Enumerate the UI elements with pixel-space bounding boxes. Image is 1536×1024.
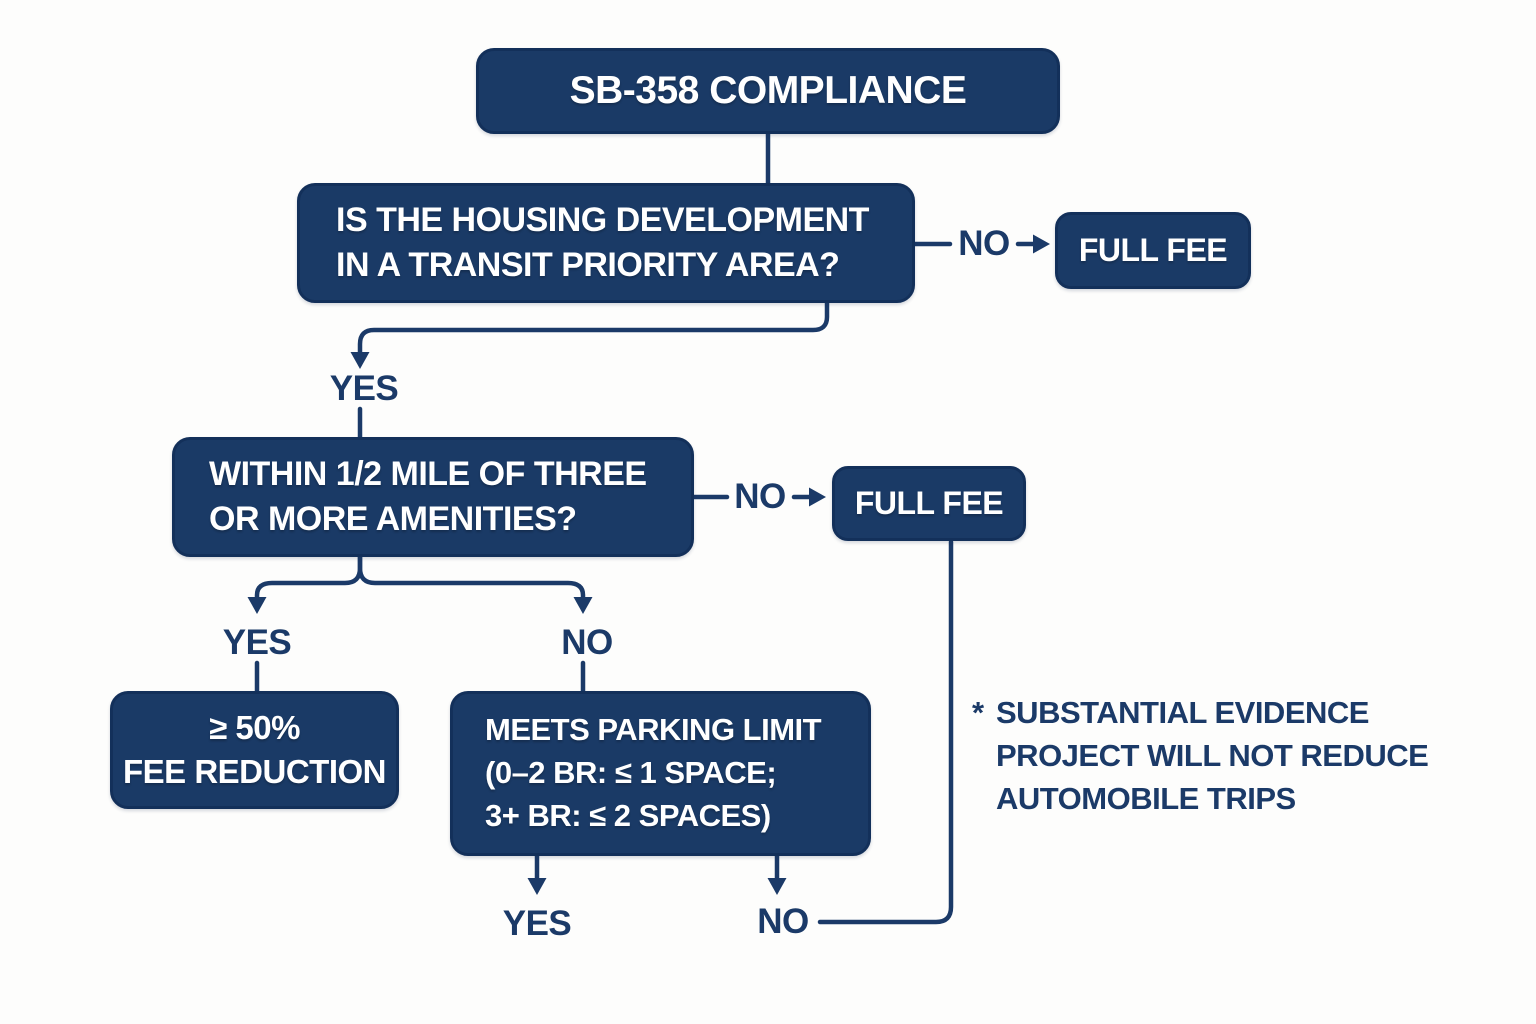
parking-question-line2: (0–2 BR: ≤ 1 SPACE;: [485, 755, 777, 791]
connector-transit-to-yes: [357, 300, 830, 355]
full-fee-1-label: FULL FEE: [1078, 232, 1228, 268]
arrowhead-transit-yes: [350, 352, 370, 369]
branch-label-amenities-no: NO: [734, 477, 786, 516]
connector-amenities-split-right: [357, 554, 586, 601]
branch-label-amenities-yes: YES: [222, 623, 292, 662]
node-title: SB-358 COMPLIANCE: [476, 48, 1060, 134]
node-fee-reduction: ≥ 50% FEE REDUCTION: [110, 691, 399, 809]
amenities-question-line2: OR MORE AMENITIES?: [209, 500, 577, 538]
node-full-fee-1: FULL FEE: [1055, 212, 1251, 289]
fee-reduction-line2: FEE REDUCTION: [122, 753, 387, 790]
arrowhead-split-no: [573, 597, 593, 614]
footnote-line3: AUTOMOBILE TRIPS: [996, 780, 1296, 816]
transit-question-line2: IN A TRANSIT PRIORITY AREA?: [336, 246, 840, 284]
fee-reduction-line1: ≥ 50%: [209, 709, 300, 747]
arrowhead-parking-no: [767, 878, 787, 895]
branch-label-transit-no: NO: [958, 224, 1010, 263]
connector-parkingno-to-fullfee2: [817, 539, 954, 925]
footnote: * SUBSTANTIAL EVIDENCE PROJECT WILL NOT …: [972, 692, 1429, 820]
arrowhead-split-yes: [247, 597, 267, 614]
transit-question-line1: IS THE HOUSING DEVELOPMENT: [336, 200, 869, 239]
branch-label-parking-no: NO: [757, 902, 809, 941]
connector-amenities-split-left: [254, 554, 363, 601]
parking-question-line3: 3+ BR: ≤ 2 SPACES): [485, 797, 771, 833]
footnote-line2: PROJECT WILL NOT REDUCE: [996, 737, 1429, 773]
amenities-question-line1: WITHIN 1/2 MILE OF THREE: [209, 454, 647, 493]
footnote-line1: * SUBSTANTIAL EVIDENCE: [972, 692, 1428, 735]
arrowhead-parking-yes: [527, 878, 547, 895]
arrowhead-fullfee1: [1033, 234, 1050, 254]
arrowhead-fullfee2: [809, 487, 826, 507]
branch-label-transit-yes: YES: [329, 369, 399, 408]
node-amenities-question: WITHIN 1/2 MILE OF THREE OR MORE AMENITI…: [172, 437, 694, 557]
full-fee-2-label: FULL FEE: [854, 485, 1004, 521]
node-title-label: SB-358 COMPLIANCE: [569, 69, 967, 112]
node-full-fee-2: FULL FEE: [832, 466, 1026, 541]
footnote-asterisk: *: [972, 695, 984, 730]
node-parking-question: MEETS PARKING LIMIT (0–2 BR: ≤ 1 SPACE; …: [450, 691, 871, 856]
branch-label-parking-yes: YES: [502, 904, 572, 943]
branch-label-amenities-no2: NO: [561, 623, 613, 662]
node-transit-question: IS THE HOUSING DEVELOPMENT IN A TRANSIT …: [297, 183, 915, 303]
footnote-line1-text: SUBSTANTIAL EVIDENCE: [996, 695, 1369, 730]
parking-question-line1: MEETS PARKING LIMIT: [485, 712, 822, 748]
